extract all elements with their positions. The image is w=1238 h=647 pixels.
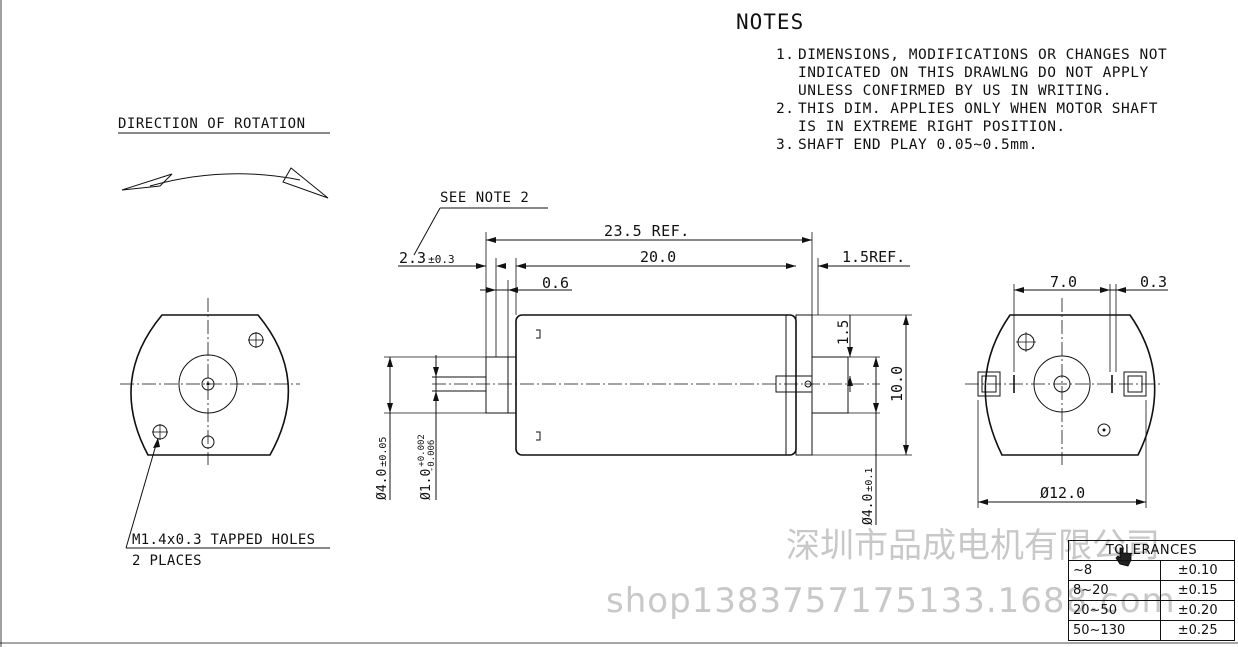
tapped-holes-label: M1.4x0.3 TAPPED HOLES <box>132 532 315 548</box>
notes-heading: NOTES <box>736 10 804 34</box>
note-item: 1.DIMENSIONS, MODIFICATIONS OR CHANGES N… <box>776 47 1168 99</box>
dim-boss-dia: Ø4.0±0.1 <box>861 468 876 525</box>
tolerances-table: TOLERANCES ~8±0.10 8~20±0.15 20~50±0.20 … <box>1067 540 1235 641</box>
table-row: 8~20±0.15 <box>1067 580 1235 601</box>
dim-step: 0.6 <box>542 274 569 292</box>
see-note-label: SEE NOTE 2 <box>440 190 529 206</box>
dim-diameter: Ø12.0 <box>1040 484 1085 502</box>
table-row: ~8±0.10 <box>1067 560 1235 581</box>
dim-endcap: 1.5REF. <box>842 248 905 266</box>
tapped-holes-places: 2 PLACES <box>132 553 202 569</box>
dim-boss: 1.5 <box>836 320 852 345</box>
notes-list: 1.DIMENSIONS, MODIFICATIONS OR CHANGES N… <box>776 46 1216 154</box>
table-row: 50~130±0.25 <box>1067 620 1235 641</box>
dim-gap: 0.3 <box>1140 273 1167 291</box>
left-end-view: M1.4x0.3 TAPPED HOLES 2 PLACES <box>120 298 330 569</box>
note-item: 2.THIS DIM. APPLIES ONLY WHEN MOTOR SHAF… <box>776 101 1158 135</box>
dim-width: 7.0 <box>1050 273 1077 291</box>
dim-shaft-dia: Ø4.0±0.05 <box>375 437 390 500</box>
side-view: SEE NOTE 2 23.5 REF. <box>375 190 912 525</box>
rotation-label: DIRECTION OF ROTATION <box>118 116 306 132</box>
dim-height: 10.0 <box>888 366 906 402</box>
dim-overall: 23.5 REF. <box>604 222 690 240</box>
tolerances-heading: TOLERANCES <box>1068 540 1235 561</box>
right-end-view: 7.0 0.3 Ø12.0 <box>965 273 1168 508</box>
dim-body: 20.0 <box>640 248 676 266</box>
note-item: 3.SHAFT END PLAY 0.05~0.5mm. <box>776 137 1038 153</box>
table-row: 20~50±0.20 <box>1067 600 1235 621</box>
dim-offset: 2.3±0.3 <box>399 249 455 267</box>
dim-shaft-core: Ø1.0+0.002-0.006 <box>417 434 437 500</box>
rotation-indicator: DIRECTION OF ROTATION <box>118 116 330 199</box>
